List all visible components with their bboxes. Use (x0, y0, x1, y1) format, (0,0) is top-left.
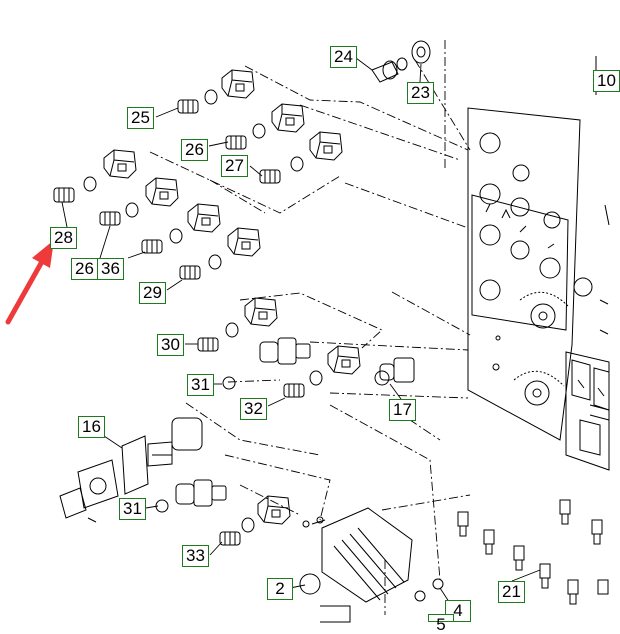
washers (83, 40, 431, 533)
callout-29: 29 (139, 282, 166, 304)
callout-32: 32 (240, 398, 267, 420)
relay-blocks (103, 69, 361, 525)
callout-31: 31 (187, 374, 214, 396)
callout-2: 2 (267, 578, 293, 600)
callout-25: 25 (127, 107, 154, 129)
red-arrow (5, 240, 54, 325)
callout-21: 21 (498, 581, 525, 603)
callout-26: 26 (181, 139, 208, 161)
fuse-holder (371, 60, 399, 83)
heatsink (302, 507, 413, 603)
exploded-parts-diagram: 24 23 10 25 26 27 28 26 36 29 30 31 32 1… (5, 40, 620, 634)
leader-lines (149, 40, 471, 615)
front-panel (467, 56, 610, 471)
callout-31b: 31 (119, 498, 146, 520)
callout-16: 16 (78, 416, 105, 438)
callout-27: 27 (221, 155, 248, 177)
callout-28: 28 (50, 227, 77, 249)
callout-33: 33 (182, 545, 209, 567)
callout-10: 10 (593, 70, 620, 92)
callout-36: 36 (97, 258, 124, 280)
small-knobs (155, 376, 236, 513)
rotary-switch-assembly (59, 417, 203, 523)
lower-parts (299, 573, 444, 623)
callout-17: 17 (389, 399, 416, 421)
callout-30: 30 (157, 334, 184, 356)
push-buttons (53, 99, 305, 546)
rotary-switches (175, 337, 415, 507)
diagram-artwork (5, 40, 610, 623)
callout-5: 5 (428, 614, 454, 634)
callout-26b: 26 (71, 258, 98, 280)
terminal-posts (457, 499, 609, 605)
callout-23: 23 (407, 82, 434, 104)
callout-24: 24 (330, 46, 357, 68)
